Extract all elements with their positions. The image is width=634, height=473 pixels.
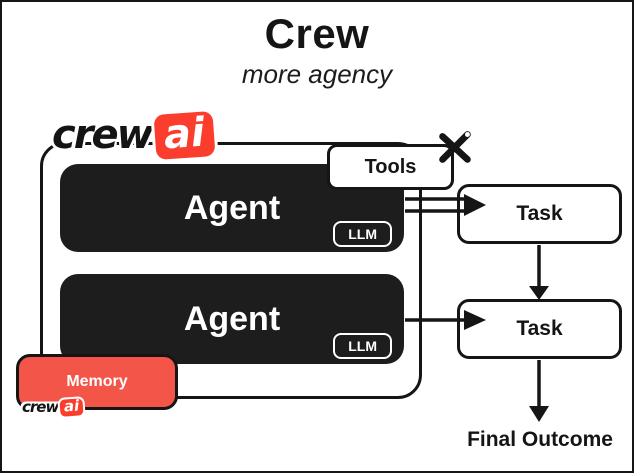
agent-label: Agent (183, 188, 281, 227)
llm-badge: LLM (333, 333, 392, 359)
crewai-logo-crew-text: crew (52, 112, 154, 158)
task2-outcome-arrowhead (529, 406, 549, 422)
agent-label: Agent (183, 299, 281, 338)
page-subtitle: more agency (241, 59, 393, 89)
task-label: Task (516, 317, 563, 340)
memory-box: Memory (16, 354, 178, 410)
agent-box-2: Agent LLM (60, 274, 404, 364)
agent-box-1: Agent LLM (60, 164, 404, 252)
final-outcome-label: Final Outcome (467, 428, 613, 451)
crewai-logo-crew-text: crew (22, 398, 59, 416)
task-box-1: Task (457, 184, 622, 244)
memory-label: Memory (66, 373, 128, 390)
tools-box: Tools (327, 144, 454, 190)
crewai-logo-ai-badge: ai (153, 109, 215, 160)
page-title: Crew (264, 10, 370, 57)
task-label: Task (516, 202, 563, 225)
task-box-2: Task (457, 299, 622, 359)
llm-badge: LLM (333, 221, 392, 247)
crew-container (40, 142, 422, 399)
crewai-logo-ai-badge: ai (59, 396, 85, 417)
task1-task2-arrowhead (529, 286, 549, 300)
crossed-tools-icon (439, 131, 471, 163)
tools-label: Tools (364, 155, 417, 178)
